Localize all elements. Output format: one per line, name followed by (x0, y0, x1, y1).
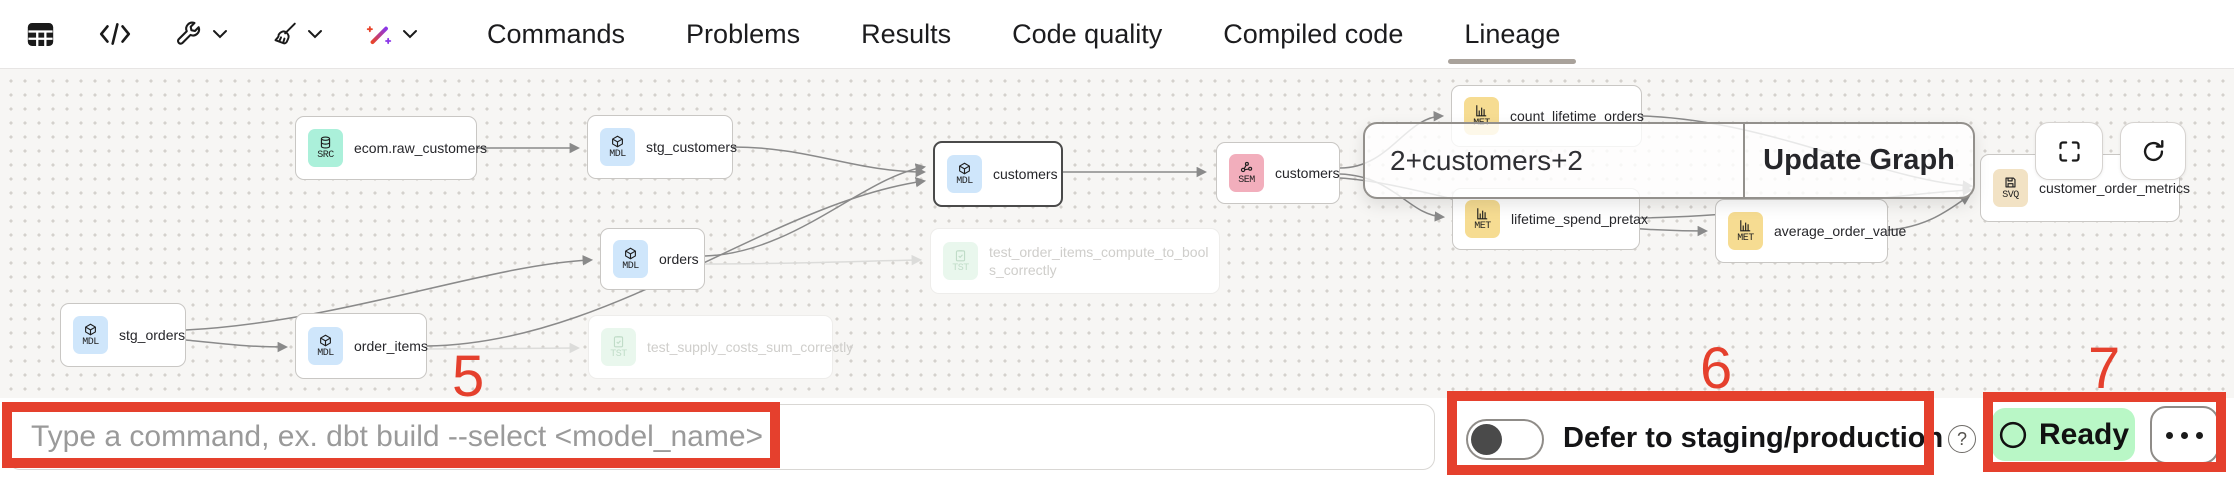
node-ecom-raw-customers[interactable]: SRC ecom.raw_customers (295, 116, 487, 180)
magic-wand-icon (366, 26, 392, 45)
share-nodes-icon (1240, 161, 1253, 172)
node-test-order-items[interactable]: TST test_order_items_compute_to_bools_co… (930, 228, 1220, 294)
table-icon (27, 22, 54, 46)
broom-icon (274, 22, 296, 44)
bottom-bar: Defer to staging/production ? Ready (0, 398, 2234, 478)
table-view-button[interactable] (25, 20, 56, 49)
wrench-icon (176, 21, 201, 45)
defer-label: Defer to staging/production (1563, 421, 1944, 454)
clipboard-check-icon (955, 249, 966, 261)
node-stg-orders[interactable]: MDL stg_orders (60, 303, 186, 367)
toolbar (25, 0, 418, 68)
update-graph-button[interactable]: Update Graph (1743, 124, 1973, 197)
status-label: Ready (2038, 417, 2130, 451)
status-ready-button[interactable]: Ready (1992, 408, 2135, 461)
model-badge: MDL (947, 155, 982, 193)
clipboard-check-icon (613, 335, 624, 347)
chevron-down-icon (213, 30, 227, 39)
model-badge: MDL (73, 316, 108, 354)
model-badge: MDL (613, 240, 648, 278)
ai-fix-menu-button[interactable] (365, 20, 418, 48)
toggle-knob (1471, 424, 1502, 455)
cube-icon (625, 247, 636, 259)
test-badge: TST (943, 242, 978, 280)
bar-chart-icon (1476, 104, 1487, 116)
tab-lineage[interactable]: Lineage (1448, 0, 1577, 68)
tab-commands[interactable]: Commands (487, 19, 626, 49)
top-bar: Commands Problems Results Code quality C… (0, 0, 2234, 69)
bar-chart-icon (1740, 219, 1751, 231)
metric-badge: MET (1728, 212, 1763, 250)
cube-icon (959, 162, 970, 174)
fullscreen-button[interactable] (2035, 122, 2103, 180)
database-icon (320, 135, 331, 149)
cube-icon (320, 334, 331, 346)
cube-icon (85, 323, 96, 335)
bar-chart-icon (1477, 207, 1488, 219)
selector-query[interactable]: 2+customers+2 (1390, 144, 1583, 176)
source-badge: SRC (308, 129, 343, 167)
lineage-canvas[interactable]: SRC ecom.raw_customers MDL stg_customers… (0, 68, 2234, 398)
command-input[interactable] (8, 404, 1435, 470)
semantic-badge: SEM (1229, 154, 1264, 192)
tab-compiled-code[interactable]: Compiled code (1223, 19, 1404, 49)
node-test-supply-costs[interactable]: TST test_supply_costs_sum_correctly (588, 315, 853, 379)
status-circle-icon (1999, 421, 2027, 448)
ellipsis-icon (2166, 431, 2173, 439)
node-orders[interactable]: MDL orders (600, 228, 705, 290)
node-order-items[interactable]: MDL order_items (295, 313, 428, 379)
code-view-button[interactable] (98, 23, 132, 45)
tab-code-quality[interactable]: Code quality (1012, 19, 1163, 49)
model-badge: MDL (600, 128, 635, 166)
chevron-down-icon (308, 30, 322, 39)
defer-toggle[interactable] (1466, 419, 1544, 460)
refresh-icon (2143, 139, 2163, 161)
refresh-button[interactable] (2120, 122, 2186, 180)
more-options-button[interactable] (2150, 406, 2219, 464)
chevron-down-icon (403, 30, 417, 39)
build-menu-button[interactable] (174, 20, 228, 48)
tab-problems[interactable]: Problems (686, 19, 801, 49)
panel-tabs: Commands Problems Results Code quality C… (487, 0, 1577, 68)
code-icon (99, 23, 131, 45)
cube-icon (612, 135, 623, 147)
node-stg-customers[interactable]: MDL stg_customers (587, 115, 737, 179)
node-average-order-value[interactable]: MET average_order_value (1715, 199, 1906, 263)
metric-badge: MET (1465, 200, 1500, 238)
clean-menu-button[interactable] (270, 22, 323, 47)
fullscreen-icon (2058, 140, 2080, 162)
tab-results[interactable]: Results (861, 19, 952, 49)
node-customers-model[interactable]: MDL customers (933, 141, 1063, 207)
test-badge: TST (601, 328, 636, 366)
help-icon[interactable]: ? (1948, 425, 1976, 453)
graph-selector-overlay: 2+customers+2 Update Graph (1363, 122, 1975, 199)
node-customers-semantic[interactable]: SEM customers (1216, 142, 1340, 204)
floppy-disk-icon (2005, 176, 2016, 188)
model-badge: MDL (308, 327, 343, 365)
saved-query-badge: SVQ (1993, 169, 2028, 207)
